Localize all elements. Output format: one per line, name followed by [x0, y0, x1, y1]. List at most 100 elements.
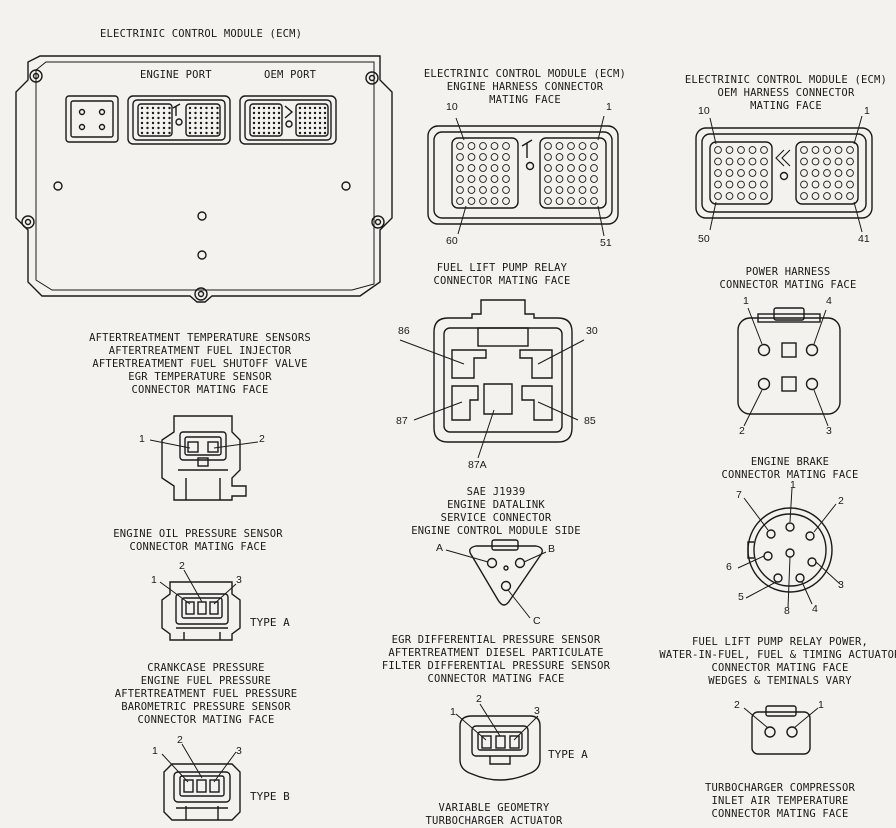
- terminal-cavity: [262, 111, 266, 115]
- engine-brake-title: ENGINE BRAKE CONNECTOR MATING FACE: [722, 456, 859, 482]
- fuel-lift-relay-title: FUEL LIFT PUMP RELAY CONNECTOR MATING FA…: [434, 262, 571, 288]
- terminal-cavity: [555, 164, 564, 172]
- terminal-cavity: [262, 116, 266, 120]
- terminal-cavity: [262, 121, 266, 125]
- terminal-cavity: [216, 126, 219, 130]
- terminal-cavity: [146, 116, 149, 120]
- terminal-cavity: [544, 175, 552, 183]
- terminal-cavity: [267, 131, 271, 135]
- aftertreatment-line-4: EGR TEMPERATURE SENSOR: [128, 371, 272, 383]
- terminal-cavity: [272, 111, 276, 115]
- oem-harness-line-1: ELECTRINIC CONTROL MODULE (ECM): [684, 74, 888, 86]
- fuel-lift-relay-line-2: CONNECTOR MATING FACE: [433, 275, 571, 287]
- terminal-cavity: [834, 146, 843, 154]
- j1939-connector: [445, 539, 547, 619]
- terminal-cavity: [216, 106, 219, 110]
- terminal-cavity: [168, 121, 171, 125]
- crankcase-line-1: CRANKCASE PRESSURE: [147, 662, 265, 674]
- relay-pin-30: 30: [586, 325, 598, 337]
- terminal-cavity: [257, 116, 261, 120]
- terminal-cavity: [303, 116, 307, 120]
- terminal-cavity: [318, 111, 322, 115]
- terminal-cavity: [490, 197, 499, 205]
- terminal-cavity: [760, 180, 768, 189]
- terminal-cavity: [262, 126, 266, 130]
- terminal-cavity: [140, 126, 144, 130]
- terminal-cavity: [479, 186, 487, 194]
- terminal-cavity: [544, 197, 552, 205]
- terminal-cavity: [267, 106, 271, 110]
- oem-harness-pin-1: 1: [864, 105, 870, 117]
- terminal-cavity: [555, 186, 564, 194]
- power-harness-connector: [737, 307, 841, 427]
- terminal-cavity: [737, 169, 745, 177]
- oem-harness-pin-41: 41: [858, 233, 870, 245]
- terminal-cavity: [199, 121, 203, 125]
- turbo-inlet-line-1: TURBOCHARGER COMPRESSOR: [705, 782, 855, 794]
- terminal-cavity: [748, 169, 757, 177]
- terminal-cavity: [490, 164, 499, 172]
- terminal-cavity: [502, 197, 510, 205]
- oil-pressure-pin-1: 1: [151, 574, 157, 586]
- terminal-cavity: [578, 153, 587, 161]
- terminal-cavity: [199, 111, 203, 115]
- terminal-cavity: [544, 153, 552, 161]
- terminal-cavity: [748, 146, 757, 154]
- relay-pin-87: 87: [396, 415, 408, 427]
- aftertreatment-line-3: AFTERTREATMENT FUEL SHUTOFF VALVE: [92, 358, 308, 370]
- terminal-cavity: [544, 186, 552, 194]
- power-harness-pin-4: 4: [826, 295, 832, 307]
- turbo-inlet-title: TURBOCHARGER COMPRESSOR INLET AIR TEMPER…: [705, 782, 855, 821]
- terminal-cavity: [168, 131, 171, 135]
- terminal-cavity: [303, 126, 307, 130]
- oil-pressure-title: ENGINE OIL PRESSURE SENSOR CONNECTOR MAT…: [113, 528, 283, 554]
- terminal-cavity: [194, 111, 197, 115]
- terminal-cavity: [210, 106, 214, 110]
- terminal-cavity: [590, 142, 598, 150]
- terminal-cavity: [210, 116, 214, 120]
- terminal-cavity: [456, 142, 464, 150]
- terminal-cavity: [490, 186, 499, 194]
- j1939-line-2: ENGINE DATALINK: [447, 499, 545, 511]
- aftertreatment-line-5: CONNECTOR MATING FACE: [131, 384, 269, 396]
- terminal-cavity: [737, 157, 745, 166]
- terminal-cavity: [313, 121, 317, 125]
- terminal-cavity: [737, 192, 745, 200]
- terminal-cavity: [216, 131, 219, 135]
- terminal-cavity: [252, 126, 256, 130]
- terminal-cavity: [714, 180, 722, 189]
- fuel-lift-power-pin-1: 1: [818, 699, 824, 711]
- terminal-cavity: [567, 186, 575, 194]
- crankcase-pin-2: 2: [177, 734, 183, 746]
- terminal-cavity: [555, 142, 564, 150]
- terminal-cavity: [555, 153, 564, 161]
- crankcase-line-2: ENGINE FUEL PRESSURE: [140, 675, 272, 687]
- terminal-cavity: [811, 157, 820, 166]
- terminal-cavity: [205, 126, 208, 130]
- terminal-cavity: [199, 126, 203, 130]
- terminal-cavity: [267, 111, 271, 115]
- terminal-cavity: [479, 197, 487, 205]
- terminal-cavity: [277, 126, 281, 130]
- egr-diff-title: EGR DIFFERENTIAL PRESSURE SENSOR AFTERTR…: [382, 634, 610, 686]
- terminal-cavity: [194, 131, 197, 135]
- oil-pressure-pin-3: 3: [236, 574, 242, 586]
- terminal-cavity: [456, 153, 464, 161]
- engine-harness-line-2: ENGINE HARNESS CONNECTOR: [446, 81, 604, 93]
- terminal-cavity: [146, 131, 149, 135]
- terminal-cavity: [267, 116, 271, 120]
- terminal-cavity: [748, 180, 757, 189]
- terminal-cavity: [257, 106, 261, 110]
- terminal-cavity: [157, 121, 160, 125]
- terminal-cavity: [151, 116, 155, 120]
- terminal-cavity: [567, 153, 575, 161]
- terminal-cavity: [846, 180, 854, 189]
- terminal-cavity: [252, 121, 256, 125]
- terminal-cavity: [811, 146, 820, 154]
- terminal-cavity: [151, 121, 155, 125]
- engine-brake-pin-5: 5: [738, 591, 744, 603]
- oil-pressure-connector: [159, 569, 241, 641]
- terminal-cavity: [456, 186, 464, 194]
- terminal-cavity: [303, 111, 307, 115]
- terminal-cavity: [714, 192, 722, 200]
